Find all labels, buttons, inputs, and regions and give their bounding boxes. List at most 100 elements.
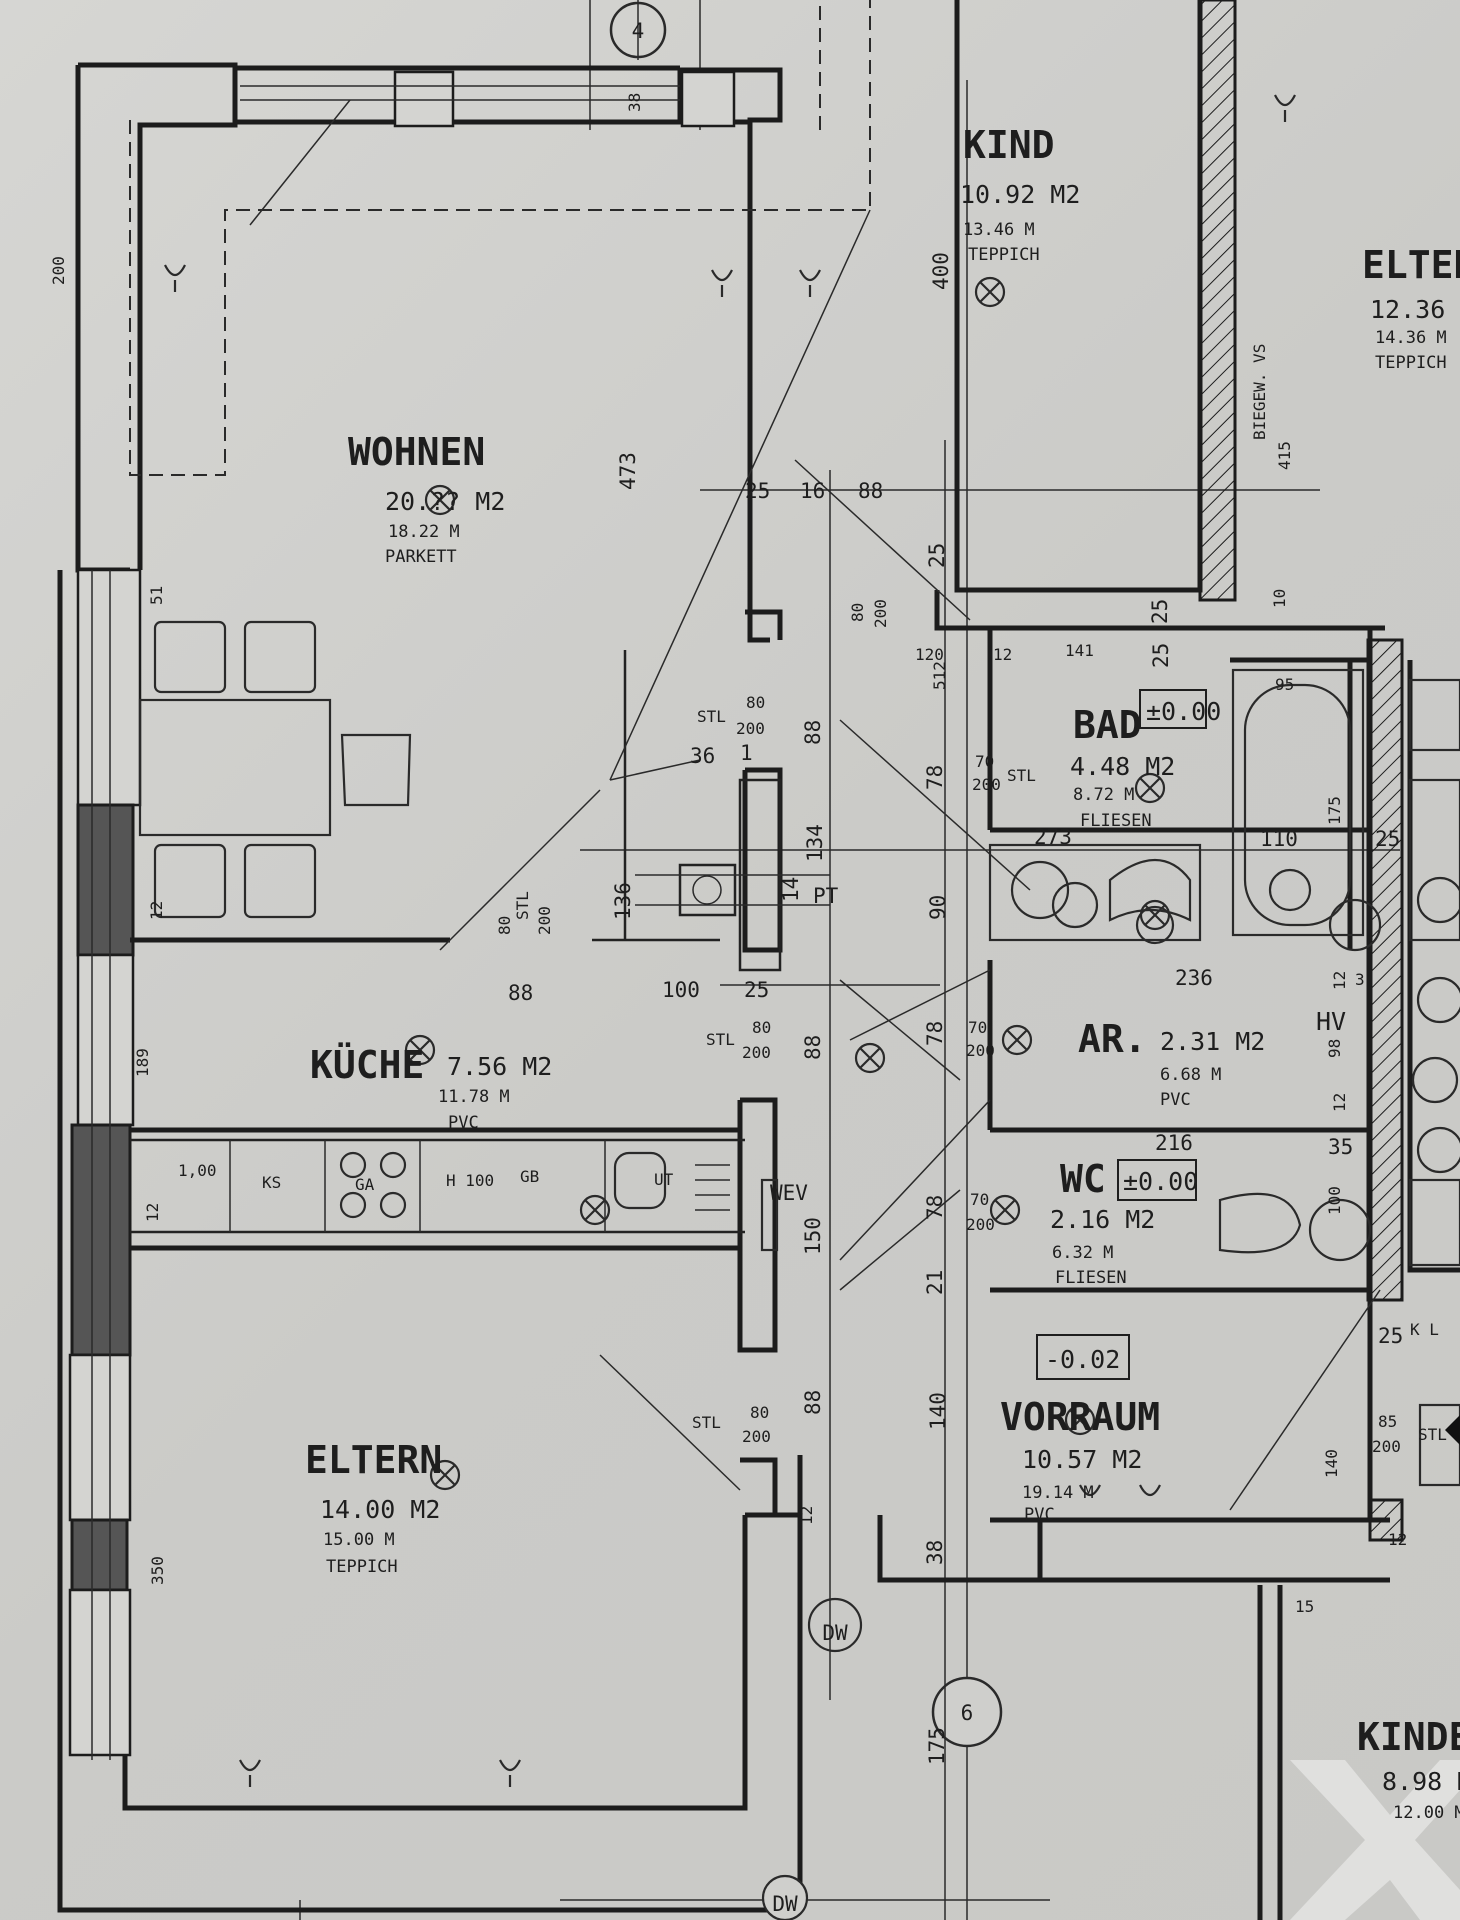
room-wohnen-name: WOHNEN bbox=[348, 430, 485, 474]
dimension-labels: 200 38 473 25 16 88 25 512 120 12 141 25… bbox=[49, 93, 1447, 1765]
dimension-label: STL bbox=[513, 891, 532, 920]
room-kind-perimeter: 13.46 M bbox=[963, 220, 1035, 240]
dimension-label: 175 bbox=[925, 1727, 949, 1765]
dimension-label: 150 bbox=[801, 1217, 825, 1255]
room-kueche-area: 7.56 M2 bbox=[447, 1052, 552, 1081]
dimension-label: 1,00 bbox=[178, 1161, 217, 1180]
dimension-label: 88 bbox=[801, 1390, 825, 1415]
room-vorraum-name: VORRAUM bbox=[1000, 1395, 1160, 1439]
dimension-label: 200 bbox=[535, 906, 554, 935]
dimension-label: 200 bbox=[736, 719, 765, 738]
room-wohnen-perimeter: 18.22 M bbox=[388, 522, 460, 542]
room-bad-area: 4.48 M2 bbox=[1070, 752, 1175, 781]
room-wohnen-area: 20.?? M2 bbox=[385, 487, 505, 516]
room-kueche-floor: PVC bbox=[448, 1113, 479, 1133]
room-bad-name: BAD bbox=[1073, 703, 1142, 747]
dimension-label: STL bbox=[1418, 1425, 1447, 1444]
windows-left bbox=[68, 568, 142, 1760]
dimension-label: 236 bbox=[1175, 966, 1213, 990]
room-wc-perimeter: 6.32 M bbox=[1052, 1243, 1113, 1263]
dimension-label: 12 bbox=[993, 645, 1012, 664]
dimension-label: 51 bbox=[147, 586, 166, 605]
room-kind-area: 10.92 M2 bbox=[960, 180, 1080, 209]
dimension-label: 36 bbox=[690, 744, 715, 768]
door-swings bbox=[249, 99, 1381, 1511]
room-ar-perimeter: 6.68 M bbox=[1160, 1065, 1221, 1085]
dimension-label: 85 bbox=[1378, 1412, 1397, 1431]
dimension-label: 134 bbox=[803, 824, 827, 862]
dimension-label: 100 bbox=[1325, 1186, 1344, 1215]
room-eltern-area: 14.00 M2 bbox=[320, 1495, 440, 1524]
axis-label-4: 4 bbox=[632, 19, 645, 43]
room-kueche-name: KÜCHE bbox=[310, 1043, 424, 1087]
room-eltern-right-floor: TEPPICH bbox=[1375, 353, 1447, 373]
dimension-label: 78 bbox=[923, 1195, 947, 1220]
dimension-label: 21 bbox=[923, 1270, 947, 1295]
dimension-label: 1 bbox=[740, 741, 753, 765]
dimension-label: 175 bbox=[1325, 796, 1344, 825]
room-kinder-perimeter: 12.00 M bbox=[1393, 1803, 1460, 1823]
room-kinder-area: 8.98 M bbox=[1382, 1767, 1460, 1796]
dimension-label: WEV bbox=[770, 1181, 808, 1205]
dimension-label: 88 bbox=[801, 1035, 825, 1060]
room-kueche-perimeter: 11.78 M bbox=[438, 1087, 510, 1107]
room-wc-floor: FLIESEN bbox=[1055, 1268, 1127, 1288]
dimension-label: PT bbox=[813, 884, 839, 908]
room-bad-level: ±0.00 bbox=[1146, 697, 1221, 726]
dimension-label: 25 bbox=[925, 543, 949, 568]
room-eltern-right-perimeter: 14.36 M bbox=[1375, 328, 1447, 348]
dimension-label: 80 bbox=[495, 916, 514, 935]
dimension-label: 90 bbox=[926, 895, 950, 920]
dimension-label: 140 bbox=[1322, 1449, 1341, 1478]
dimension-label: 25 bbox=[1375, 827, 1400, 851]
dimension-label: 3 bbox=[1355, 970, 1365, 989]
dim-kind-400: 400 bbox=[929, 252, 953, 290]
dimension-label: 95 bbox=[1275, 675, 1294, 694]
room-eltern-floor: TEPPICH bbox=[326, 1557, 398, 1577]
dimension-label: 16 bbox=[800, 479, 825, 503]
room-eltern-right-area: 12.36 bbox=[1370, 295, 1445, 324]
dimension-label: 200 bbox=[742, 1427, 771, 1446]
dimension-label: 25 bbox=[1149, 643, 1173, 668]
dimension-label: STL bbox=[692, 1413, 721, 1432]
dimension-label: 110 bbox=[1260, 827, 1298, 851]
room-kind-name: KIND bbox=[963, 123, 1055, 167]
dimension-label: 189 bbox=[133, 1048, 152, 1077]
dimension-label: STL bbox=[706, 1030, 735, 1049]
room-ar-hv: HV bbox=[1316, 1007, 1346, 1036]
dimension-label: 70 bbox=[968, 1018, 987, 1037]
dimension-label: 70 bbox=[975, 752, 994, 771]
dimension-label: STL bbox=[1007, 766, 1036, 785]
dimension-label: 14 bbox=[779, 877, 803, 902]
dimension-label: 200 bbox=[1372, 1437, 1401, 1456]
dimension-label: 88 bbox=[508, 981, 533, 1005]
room-wohnen-floor: PARKETT bbox=[385, 547, 457, 567]
light-fixtures bbox=[404, 276, 1171, 1491]
note-biegew: BIEGEW. VS bbox=[1250, 344, 1269, 440]
dimension-label: 25 bbox=[1378, 1324, 1403, 1348]
dimension-label: 78 bbox=[923, 765, 947, 790]
dimension-label: STL bbox=[697, 707, 726, 726]
dimension-label: 70 bbox=[970, 1190, 989, 1209]
dimension-label: 80 bbox=[848, 603, 867, 622]
dimension-label: 80 bbox=[752, 1018, 771, 1037]
dimension-label: 80 bbox=[746, 693, 765, 712]
dimension-label: 38 bbox=[923, 1540, 947, 1565]
dimension-label: 25 bbox=[744, 978, 769, 1002]
interior-walls bbox=[130, 0, 1460, 1920]
room-ar-floor: PVC bbox=[1160, 1090, 1191, 1110]
dimension-label: 12 bbox=[797, 1506, 816, 1525]
dimension-label: H 100 bbox=[446, 1171, 494, 1190]
dining-set bbox=[138, 620, 412, 919]
dimension-label: 88 bbox=[801, 720, 825, 745]
dimension-label: 25 bbox=[745, 479, 770, 503]
room-wc-level: ±0.00 bbox=[1123, 1167, 1198, 1196]
room-vorraum-perimeter: 19.14 M bbox=[1022, 1483, 1094, 1503]
window-top bbox=[240, 70, 736, 128]
dimension-label: 35 bbox=[1328, 1135, 1353, 1159]
dimension-label: 350 bbox=[148, 1556, 167, 1585]
room-ar-area: 2.31 M2 bbox=[1160, 1027, 1265, 1056]
kitchen-labels: 1,00 KS GA H 100 GB UT WEV bbox=[178, 1161, 808, 1205]
